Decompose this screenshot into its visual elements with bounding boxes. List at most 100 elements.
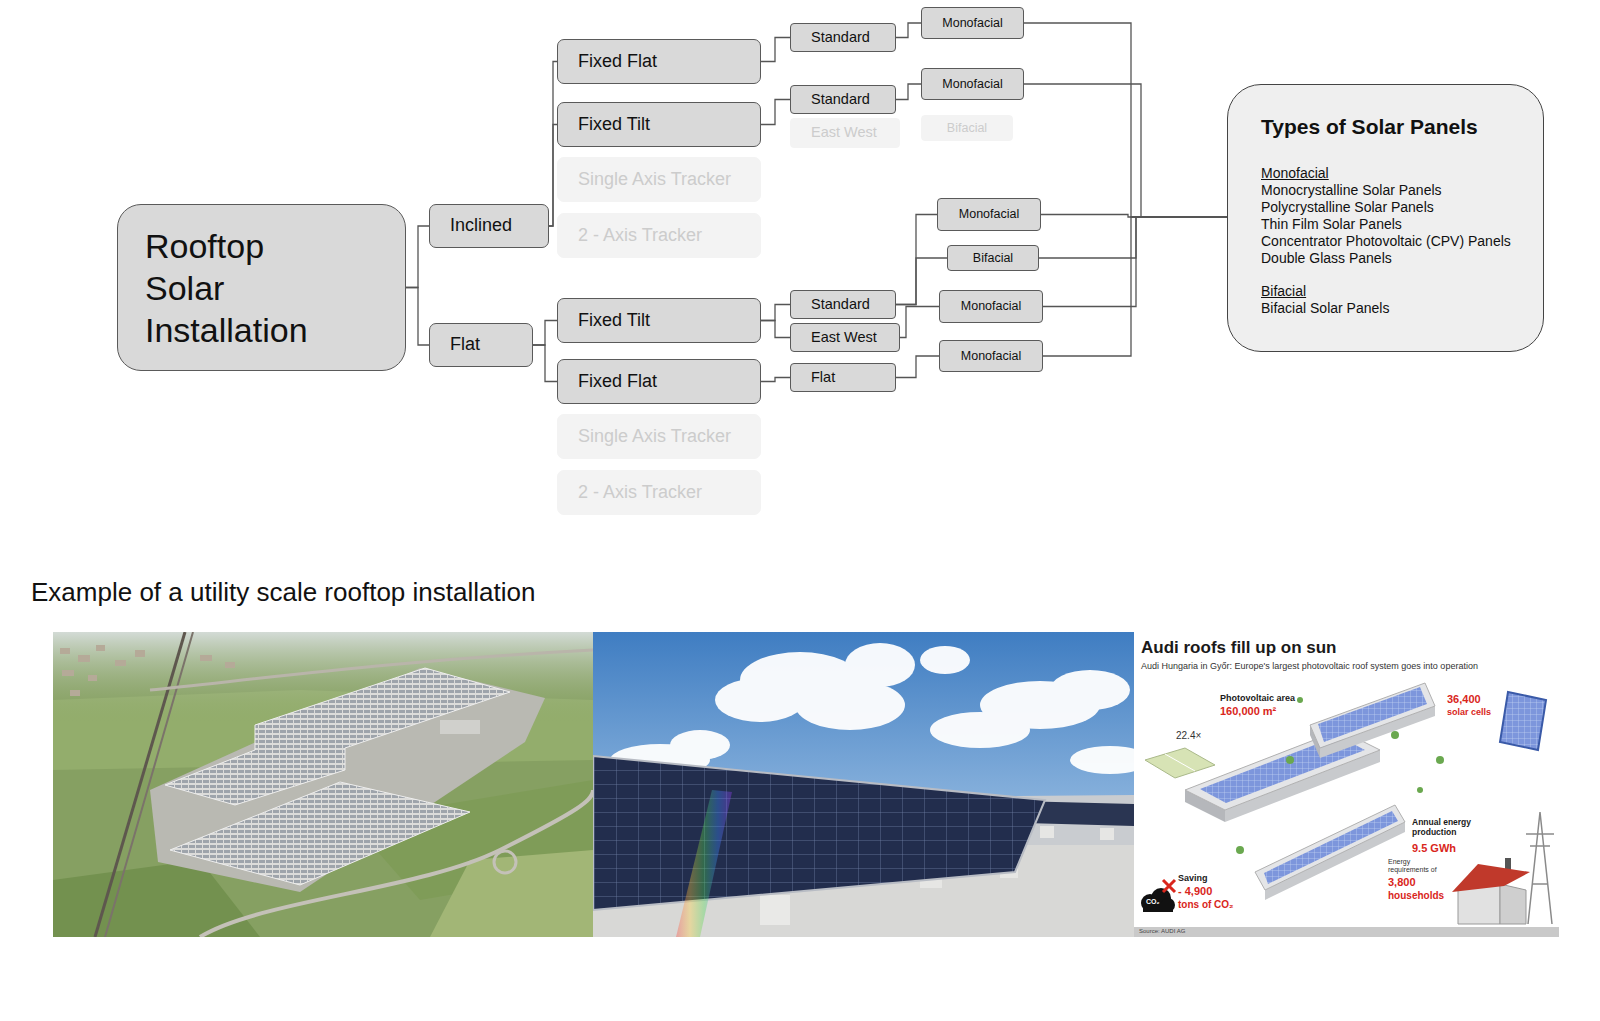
comparison-note: 22.4× — [1176, 730, 1201, 742]
art-circle — [1286, 756, 1294, 764]
sky — [593, 632, 1134, 937]
mounting-box: Flat — [790, 363, 896, 392]
mounting-box: Standard — [790, 85, 896, 114]
stat-caption: solar cells — [1447, 707, 1491, 717]
tree-connector — [761, 305, 790, 321]
source-note: Source: AUDI AG — [1139, 928, 1185, 935]
node-label: Monofacial — [961, 349, 1021, 364]
stat-value: 36,400 — [1447, 693, 1481, 706]
house-wall — [1500, 884, 1526, 924]
node-label: Bifacial — [947, 121, 987, 136]
art-rect — [96, 645, 105, 651]
art-ellipse — [795, 680, 905, 730]
tree-connector — [761, 378, 790, 382]
art-ellipse — [930, 712, 1030, 748]
node-label: Fixed Flat — [578, 371, 657, 393]
tree-connector — [1024, 84, 1227, 217]
stat-value: 160,000 m² — [1220, 705, 1276, 718]
list-heading: Bifacial — [1261, 283, 1306, 300]
list-item: Bifacial Solar Panels — [1261, 300, 1389, 317]
art-ellipse — [670, 730, 730, 760]
node-label: Monofacial — [959, 207, 1019, 222]
info-panel: Types of Solar PanelsMonofacialMonocryst… — [1227, 84, 1544, 352]
node-label: Bifacial — [973, 251, 1013, 266]
roof-panels — [1318, 687, 1427, 742]
mount-block — [1040, 826, 1054, 838]
panel-heading: Types of Solar Panels — [1261, 115, 1478, 139]
tree-connector — [533, 345, 557, 382]
node-label: 2 - Axis Tracker — [578, 225, 702, 247]
tree-connector — [406, 226, 429, 288]
factory-roof — [170, 782, 470, 885]
stat-caption: Energy requirements of — [1388, 858, 1450, 874]
tree-connector — [406, 288, 429, 346]
node-label: Standard — [811, 296, 870, 313]
node-label: Monofacial — [942, 77, 1002, 92]
node-label: Single Axis Tracker — [578, 169, 731, 191]
football-pitch — [1145, 748, 1215, 778]
source-bar — [1134, 927, 1559, 937]
tree-connector — [1043, 217, 1227, 356]
tree-connector — [896, 356, 939, 378]
category-box: Fixed Tilt — [557, 102, 761, 147]
category-box: Fixed Flat — [557, 359, 761, 404]
road — [150, 650, 593, 690]
mounting-box: East West — [790, 323, 900, 352]
node-label: Standard — [811, 29, 870, 46]
lens-flare — [676, 790, 732, 937]
town — [60, 645, 235, 696]
category-box: Flat — [429, 323, 533, 367]
tree-connector — [1039, 217, 1227, 258]
building-roof — [1310, 683, 1435, 748]
infographic-ground — [1134, 632, 1559, 937]
pitch-line — [1165, 754, 1195, 771]
art-circle — [1436, 756, 1444, 764]
art-ellipse — [1050, 670, 1130, 710]
paved-yard — [150, 668, 545, 892]
art-ellipse — [845, 643, 915, 687]
node-label: Single Axis Tracker — [578, 426, 731, 448]
node-label: Flat — [811, 369, 835, 386]
cross-mark — [1163, 880, 1175, 892]
panel-type-box: Monofacial — [921, 68, 1024, 100]
clouds — [610, 643, 1134, 776]
tree-connector — [761, 321, 790, 338]
icon-text: CO₂ — [1146, 898, 1160, 906]
mounting-box: Standard — [790, 23, 896, 52]
tree-connector — [1024, 23, 1227, 217]
panel-type-box: Monofacial — [939, 290, 1043, 323]
disabled-option-box: Bifacial — [921, 115, 1013, 141]
aerial-photo — [53, 632, 593, 937]
art-rect — [135, 650, 145, 657]
node-label: Monofacial — [961, 299, 1021, 314]
list-item: Double Glass Panels — [1261, 250, 1392, 267]
tree-connector — [549, 62, 557, 227]
mount-block — [760, 895, 790, 925]
art-rect — [88, 675, 97, 681]
node-label: Fixed Flat — [578, 51, 657, 73]
list-item: Monocrystalline Solar Panels — [1261, 182, 1442, 199]
art-circle — [1236, 846, 1244, 854]
node-label: 2 - Axis Tracker — [578, 482, 702, 504]
section-heading: Example of a utility scale rooftop insta… — [31, 578, 535, 608]
infographic-subtitle: Audi Hungaria in Győr: Europe's largest … — [1141, 661, 1478, 671]
roof-panels — [1264, 811, 1398, 884]
root-box: Rooftop Solar Installation — [117, 204, 406, 371]
category-box: Inclined — [429, 204, 549, 248]
disabled-option-box: Single Axis Tracker — [557, 414, 761, 459]
node-label: Flat — [450, 334, 480, 356]
art-ellipse — [920, 646, 970, 674]
field-patch — [430, 850, 593, 937]
field-ground — [53, 632, 593, 937]
tree-connector — [533, 321, 557, 346]
list-heading: Monofacial — [1261, 165, 1329, 182]
node-label: Rooftop Solar Installation — [145, 225, 320, 351]
disabled-option-box: 2 - Axis Tracker — [557, 213, 761, 258]
tree-connector — [900, 307, 939, 338]
pylon — [1526, 812, 1554, 924]
art-circle — [1297, 697, 1303, 703]
mount-block — [1100, 828, 1114, 840]
stat-value: 3,800 — [1388, 876, 1416, 889]
art-rect — [62, 670, 74, 676]
